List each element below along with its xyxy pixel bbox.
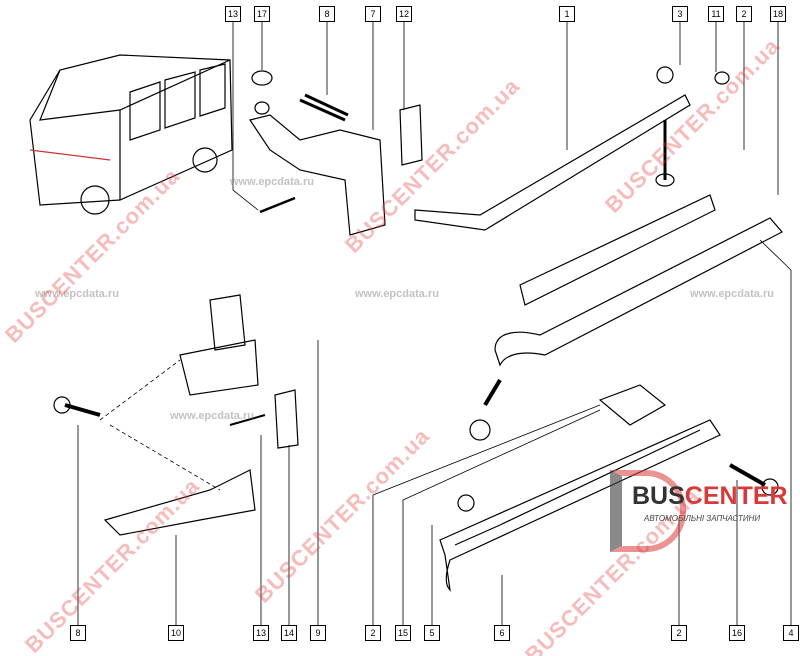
step-bracket-lower-left — [53, 294, 319, 625]
callout-17: 17 — [254, 6, 270, 22]
watermark-epcdata: www.epcdata.ru — [230, 176, 314, 188]
callout-11: 11 — [708, 6, 724, 22]
callout-4: 4 — [783, 625, 799, 641]
callout-6: 6 — [494, 625, 510, 641]
callout-12: 12 — [396, 6, 412, 22]
callout-9: 9 — [310, 625, 326, 641]
callout-14: 14 — [281, 625, 297, 641]
callout-1: 1 — [559, 6, 575, 22]
logo-tagline: АВТОМОБІЛЬНІ ЗАПЧАСТИНИ — [644, 514, 761, 523]
callout-10: 10 — [168, 625, 184, 641]
watermark-epcdata: www.epcdata.ru — [690, 288, 774, 300]
van-illustration — [29, 54, 233, 215]
callout-18: 18 — [770, 6, 786, 22]
step-bracket-top — [232, 22, 423, 236]
step-rail-lower — [372, 239, 792, 625]
logo-title: BUSCENTER — [632, 482, 788, 510]
callout-5: 5 — [424, 625, 440, 641]
watermark-epcdata: www.epcdata.ru — [355, 288, 439, 300]
callout-8: 8 — [319, 6, 335, 22]
callout-8: 8 — [70, 625, 86, 641]
callout-2: 2 — [671, 625, 687, 641]
callout-15: 15 — [395, 625, 411, 641]
watermark-epcdata: www.epcdata.ru — [35, 288, 119, 300]
callout-7: 7 — [365, 6, 381, 22]
callout-2: 2 — [736, 6, 752, 22]
callout-13: 13 — [225, 6, 241, 22]
logo-mark — [610, 470, 686, 552]
callout-13: 13 — [253, 625, 269, 641]
watermark-epcdata: www.epcdata.ru — [170, 410, 254, 422]
callout-2: 2 — [365, 625, 381, 641]
callout-16: 16 — [729, 625, 745, 641]
callout-3: 3 — [672, 6, 688, 22]
step-rail-top — [414, 22, 783, 367]
buscenter-logo: BUSCENTER АВТОМОБІЛЬНІ ЗАПЧАСТИНИ — [610, 470, 800, 552]
